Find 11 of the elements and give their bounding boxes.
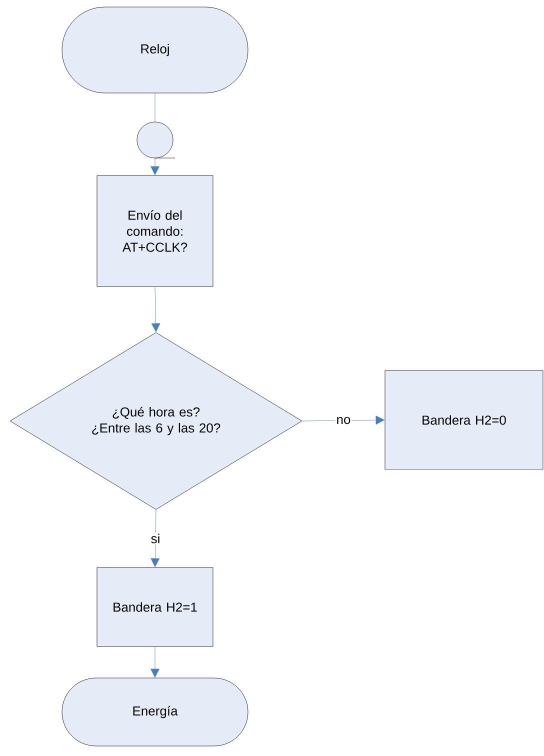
edge-label: no: [335, 416, 352, 426]
process-box: Bandera H2=0: [384, 370, 544, 470]
arrow: [151, 286, 160, 332]
arrow: [150, 646, 160, 678]
arrow: [302, 416, 385, 425]
arrow: [150, 510, 160, 568]
process-box: Envío del comando: AT+CCLK?: [96, 175, 214, 287]
process-box: Bandera H2=1: [96, 567, 214, 647]
arrow: [150, 158, 160, 176]
connector-circle: [136, 122, 176, 158]
edge-label: si: [150, 532, 162, 544]
